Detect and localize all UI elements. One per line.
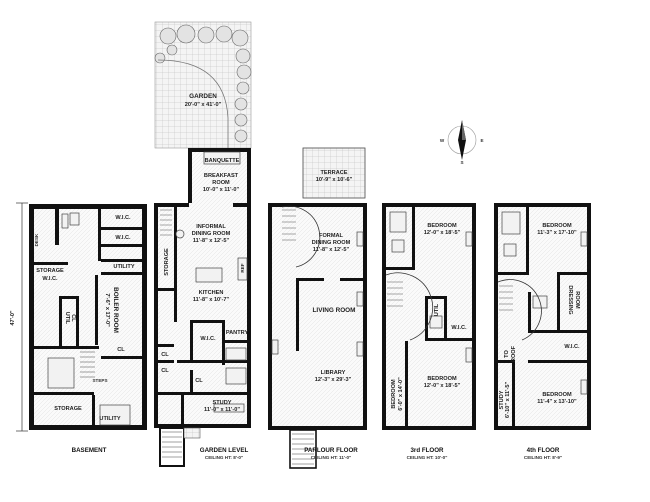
garden-label: GARDEN <box>189 93 217 100</box>
garden-level-plan: BANQUETTE BREAKFAST ROOM 10'-0" x 11'-0"… <box>154 148 251 467</box>
dimension-line: 47'-0" <box>10 202 28 432</box>
basement-desk: DESK <box>34 233 39 246</box>
basement-storage: STORAGE <box>54 406 82 412</box>
kitchen-name: KITCHEN <box>199 290 224 296</box>
basement-steps: STEPS <box>92 378 107 383</box>
compass-south: S <box>460 160 463 165</box>
bedroom-3c-size: 6'-0" x 14'-0" <box>398 377 404 411</box>
compass-east: E <box>480 138 483 143</box>
breakfast-room-name-2: ROOM <box>212 180 230 186</box>
dimension-text: 47'-0" <box>10 310 16 326</box>
pantry-label: PANTRY <box>226 330 249 336</box>
study-4-name: STUDY <box>499 390 505 409</box>
terrace-name: TERRACE <box>320 170 347 176</box>
ceiling-fourth-floor: CEILING HT: 8'-9" <box>524 455 562 460</box>
breakfast-room-name: BREAKFAST <box>204 173 239 179</box>
fourth-floor-plan: BEDROOM 11'-3" x 17'-10" DRESSING ROOM W… <box>494 203 591 430</box>
bedroom-3b-size: 12'-0" x 18'-5" <box>424 383 461 389</box>
ceiling-garden-level: CEILING HT: 8'-0" <box>205 455 243 460</box>
garden-cl-c: CL <box>195 378 203 384</box>
boiler-room-name: BOILER ROOM <box>112 287 119 333</box>
garden-size: 20'-0" x 41'-0" <box>185 102 222 108</box>
informal-dining-name-2: DINING ROOM <box>192 231 231 237</box>
study-garden-size: 11'-0" x 11'-0" <box>204 407 240 413</box>
dressing-room-name-2: ROOM <box>574 291 580 309</box>
bedroom-4b-size: 11'-4" x 13'-10" <box>537 399 577 405</box>
garden-shrubs <box>154 24 252 143</box>
wic-4-label: W.I.C. <box>564 344 580 350</box>
ceiling-parlour-floor: CEILING HT: 11'-0" <box>311 455 352 460</box>
bedroom-4b-name: BEDROOM <box>542 392 572 398</box>
basement-wic-1: W.I.C. <box>115 215 131 221</box>
bedroom-3c-name: BEDROOM <box>391 379 397 409</box>
wic-3-label: W.I.C. <box>451 325 467 331</box>
caption-third-floor: 3rd FLOOR <box>410 447 444 454</box>
floor-captions: BASEMENT GARDEN LEVEL CEILING HT: 8'-0" … <box>72 447 562 460</box>
basement-wic-2: W.I.C. <box>115 235 131 241</box>
bedroom-4a-size: 11'-3" x 17'-10" <box>537 230 577 236</box>
library-name: LIBRARY <box>321 370 346 376</box>
informal-dining-size: 11'-8" x 12'-5" <box>193 238 230 244</box>
basement-storage-wic-l1: STORAGE <box>36 268 64 274</box>
caption-basement: BASEMENT <box>72 447 107 454</box>
to-roof-l2: ROOF <box>511 345 517 362</box>
caption-parlour-floor: PARLOUR FLOOR <box>304 447 358 454</box>
formal-dining-name: FORMAL <box>319 233 344 239</box>
basement-storage-wic-l2: W.I.C. <box>42 276 58 282</box>
basement-cl: CL <box>117 347 125 353</box>
kitchen-size: 11'-8" x 10'-7" <box>193 297 230 303</box>
caption-fourth-floor: 4th FLOOR <box>527 447 560 454</box>
bedroom-3a-size: 12'-0" x 18'-5" <box>424 230 461 236</box>
ref-label: REF <box>240 263 245 272</box>
basement-util-l2: CL <box>70 314 76 322</box>
bedroom-4a-name: BEDROOM <box>542 223 572 229</box>
boiler-room-size: 7'-6" x 17'-0" <box>104 293 110 327</box>
garden-cl-a: CL <box>161 352 169 358</box>
basement-util-l1: UTIL <box>64 312 70 325</box>
parlour-floor-plan: TERRACE 10'-9" x 10'-6" FORMAL DINING RO… <box>268 147 367 469</box>
garden-cl-b: CL <box>161 368 169 374</box>
breakfast-room-size: 10'-0" x 11'-0" <box>203 187 240 193</box>
library-size: 12'-3" x 29'-3" <box>315 377 352 383</box>
terrace-size: 10'-9" x 10'-6" <box>316 177 353 183</box>
caption-garden-level: GARDEN LEVEL <box>200 447 249 454</box>
to-roof-l1: TO <box>504 350 510 358</box>
informal-dining-name: INFORMAL <box>196 224 226 230</box>
basement-plan: DESK W.I.C. W.I.C. UTILITY STORAGE W.I.C… <box>29 204 147 430</box>
third-floor-plan: BEDROOM 12'-0" x 18'-5" UTIL W.I.C. BEDR… <box>382 203 476 430</box>
formal-dining-size: 11'-8" x 12'-5" <box>313 247 350 253</box>
living-room-label: LIVING ROOM <box>313 307 356 314</box>
ceiling-third-floor: CEILING HT: 10'-0" <box>407 455 448 460</box>
garden-storage-label: STORAGE <box>164 248 170 276</box>
basement-utility-2: UTILITY <box>99 416 120 422</box>
util-3-label: UTIL <box>434 303 440 316</box>
formal-dining-name-2: DINING ROOM <box>312 240 351 246</box>
basement-utility: UTILITY <box>113 264 134 270</box>
study-4-size: 6'-10" x 11'-5" <box>505 382 511 419</box>
compass-rose: W E S <box>440 120 484 165</box>
dressing-room-name: DRESSING <box>567 285 573 314</box>
bedroom-3a-name: BEDROOM <box>427 223 457 229</box>
banquette-label: BANQUETTE <box>205 158 240 164</box>
bedroom-3b-name: BEDROOM <box>427 376 457 382</box>
compass-west: W <box>440 138 445 143</box>
garden-wic-label: W.I.C. <box>200 336 216 342</box>
garden-area: GARDEN 20'-0" x 41'-0" <box>154 21 252 149</box>
study-garden-name: STUDY <box>213 400 232 406</box>
